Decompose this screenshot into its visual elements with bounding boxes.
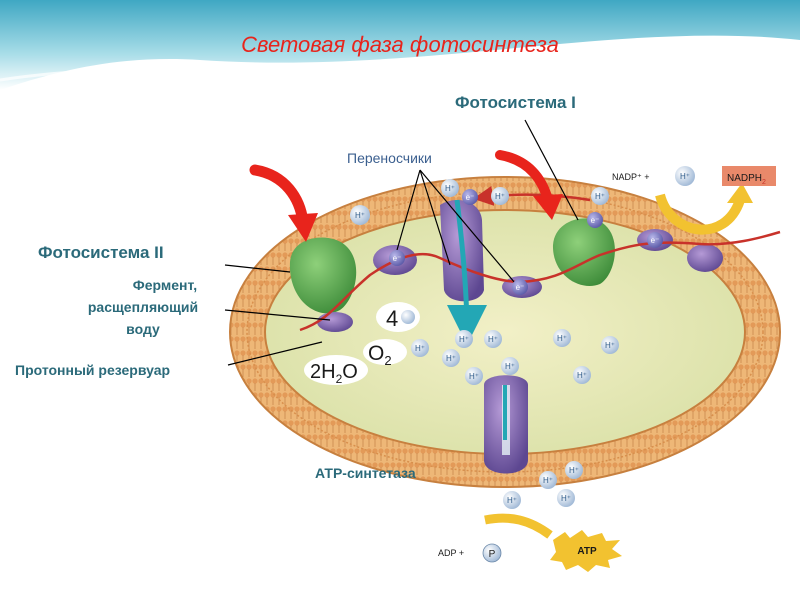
proton: H⁺ [591,187,609,205]
proton: H⁺ [455,330,473,348]
label-enzyme-line3: воду [126,321,160,337]
svg-text:e⁻: e⁻ [651,236,660,245]
electron: e⁻ [587,212,603,228]
proton: H⁺ [350,205,370,225]
proton: H⁺ [501,357,519,375]
proton: H⁺ [557,489,575,507]
svg-text:e⁻: e⁻ [516,283,525,292]
label-enzyme-line2: расщепляющий [88,299,198,315]
svg-text:H⁺: H⁺ [445,184,455,193]
svg-text:H⁺: H⁺ [488,335,498,344]
label-atp-synthase: АТР-синтетаза [315,465,416,481]
atp-arrow [485,518,550,535]
label-proton-reservoir: Протонный резервуар [15,362,170,378]
label-enzyme-line1: Фермент, [133,277,197,293]
proton-count: 4 [386,306,398,331]
proton: H⁺ [465,367,483,385]
svg-text:H⁺: H⁺ [459,335,469,344]
svg-text:H⁺: H⁺ [577,371,587,380]
phosphate-label: P [489,549,496,560]
svg-text:H⁺: H⁺ [569,466,579,475]
proton: H⁺ [503,491,521,509]
proton: H⁺ [411,339,429,357]
electron: e⁻ [389,250,405,266]
electron: e⁻ [647,232,663,248]
electron: e⁻ [512,279,528,295]
svg-text:H⁺: H⁺ [680,172,690,181]
slide-title: Световая фаза фотосинтеза [241,32,559,57]
svg-text:H⁺: H⁺ [595,192,605,201]
svg-text:H⁺: H⁺ [557,334,567,343]
svg-text:H⁺: H⁺ [605,341,615,350]
proton: H⁺ [675,166,695,186]
adp-plus-label: ADP + [438,548,464,558]
svg-text:e⁻: e⁻ [393,254,402,263]
proton: H⁺ [539,471,557,489]
svg-text:H⁺: H⁺ [355,211,365,220]
svg-text:H⁺: H⁺ [543,476,553,485]
proton: H⁺ [601,336,619,354]
svg-text:H⁺: H⁺ [495,192,505,201]
atp-label: ATP [577,546,597,557]
svg-text:H⁺: H⁺ [561,494,571,503]
proton: H⁺ [573,366,591,384]
svg-text:H⁺: H⁺ [507,496,517,505]
label-photosystem-2: Фотосистема II [38,243,164,262]
svg-text:H⁺: H⁺ [446,354,456,363]
proton: H⁺ [484,330,502,348]
proton: H⁺ [565,461,583,479]
svg-text:e⁻: e⁻ [466,193,475,202]
proton: H⁺ [441,179,459,197]
svg-text:H⁺: H⁺ [505,362,515,371]
proton: H⁺ [553,329,571,347]
svg-text:H⁺: H⁺ [469,372,479,381]
adp-reaction: ADP + P ATP [438,530,622,572]
proton: H⁺ [491,187,509,205]
water-label: 2H2O [310,361,358,386]
proton-count-badge [401,310,415,324]
proton: H⁺ [442,349,460,367]
svg-text:e⁻: e⁻ [591,216,600,225]
nadp-plus-label: NADP⁺ + [612,172,650,182]
svg-text:H⁺: H⁺ [415,344,425,353]
label-photosystem-1: Фотосистема I [455,93,576,112]
light-arrow-ps2 [255,170,303,222]
label-carriers: Переносчики [347,150,432,166]
electron: e⁻ [462,189,478,205]
